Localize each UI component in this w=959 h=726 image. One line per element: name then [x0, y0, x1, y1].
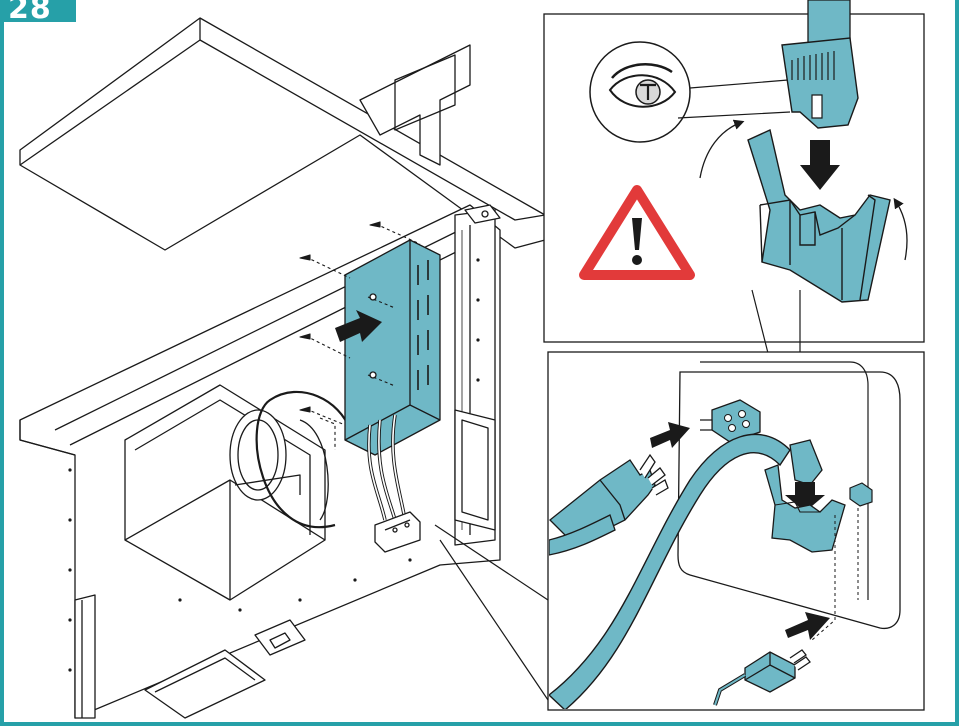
hood-unit: [19, 17, 546, 719]
hood-top-panel: [19, 17, 546, 251]
duct-box: [124, 384, 329, 601]
push-arrow-icon: [650, 422, 690, 448]
detail-panel-wiring: [547, 351, 925, 711]
power-plug: [549, 453, 669, 546]
ribbon-cable: [549, 433, 791, 709]
connector-socket: [747, 129, 891, 303]
low-voltage-plug: [744, 649, 811, 693]
screws: [299, 221, 421, 450]
connector-socket: [764, 464, 846, 553]
grease-tray: [144, 619, 306, 719]
push-arrow-icon: [785, 612, 830, 640]
detail-panel-connector: [543, 0, 925, 343]
connector-plug: [781, 37, 859, 129]
eye-icon: [589, 41, 691, 143]
push-arrow-icon: [800, 140, 840, 190]
power-cable: [255, 390, 352, 529]
removal-arrow: [335, 310, 382, 342]
control-box: [344, 239, 441, 456]
warning-triangle-icon: [579, 185, 695, 280]
step-number: 28: [0, 0, 76, 22]
